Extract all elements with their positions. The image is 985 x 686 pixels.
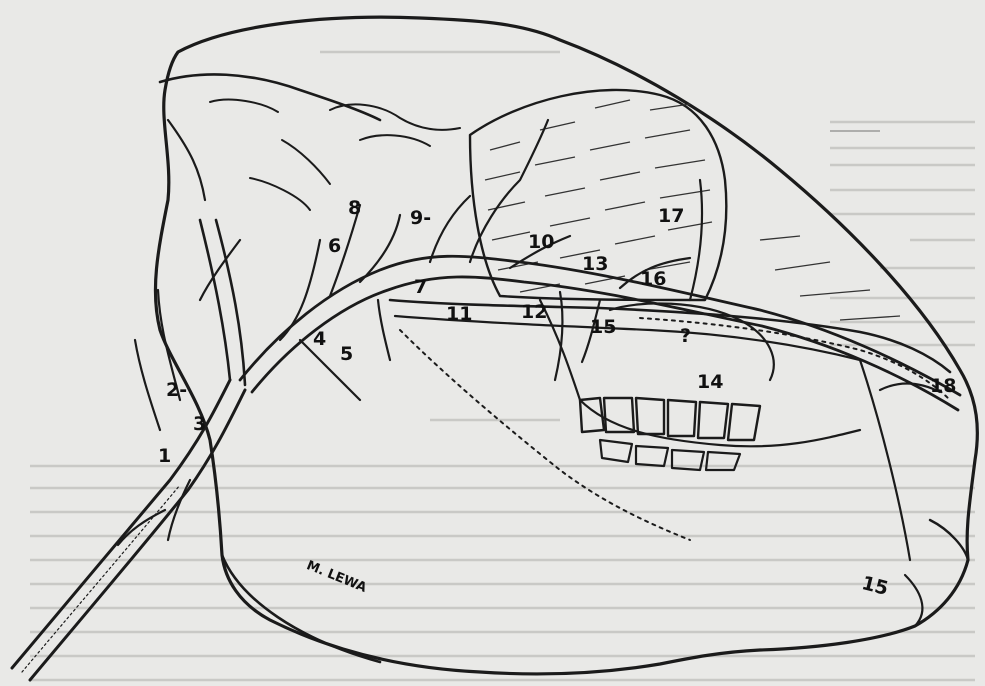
label-18: 18 (930, 375, 956, 397)
label-16: 16 (640, 268, 666, 290)
label-14: 14 (697, 371, 723, 393)
label-4: 4 (313, 328, 326, 350)
label-17: 17 (658, 205, 684, 227)
question-mark-label: ? (680, 325, 691, 347)
hatched-region (470, 90, 900, 320)
label-13: 13 (582, 253, 608, 275)
artist-signature: M. LEWA (304, 558, 368, 596)
label-5: 5 (340, 343, 353, 365)
label-11: 11 (446, 303, 472, 325)
label-1: 1 (158, 445, 171, 467)
label-12: 12 (521, 301, 547, 323)
label-3: 3 (193, 413, 206, 435)
label-10: 10 (528, 231, 554, 253)
label-7: 7 (414, 276, 427, 298)
label-8: 8 (348, 197, 361, 219)
label-15-upper: 15 (590, 316, 616, 338)
label-2: 2- (166, 379, 187, 401)
figure-labels: 1 2- 3 4 5 6 7 8 9- 10 11 12 13 14 15 15… (158, 197, 956, 600)
label-6: 6 (328, 235, 341, 257)
teeth (580, 398, 760, 470)
label-9: 9- (410, 207, 431, 229)
label-15-lower: 15 (859, 572, 890, 600)
